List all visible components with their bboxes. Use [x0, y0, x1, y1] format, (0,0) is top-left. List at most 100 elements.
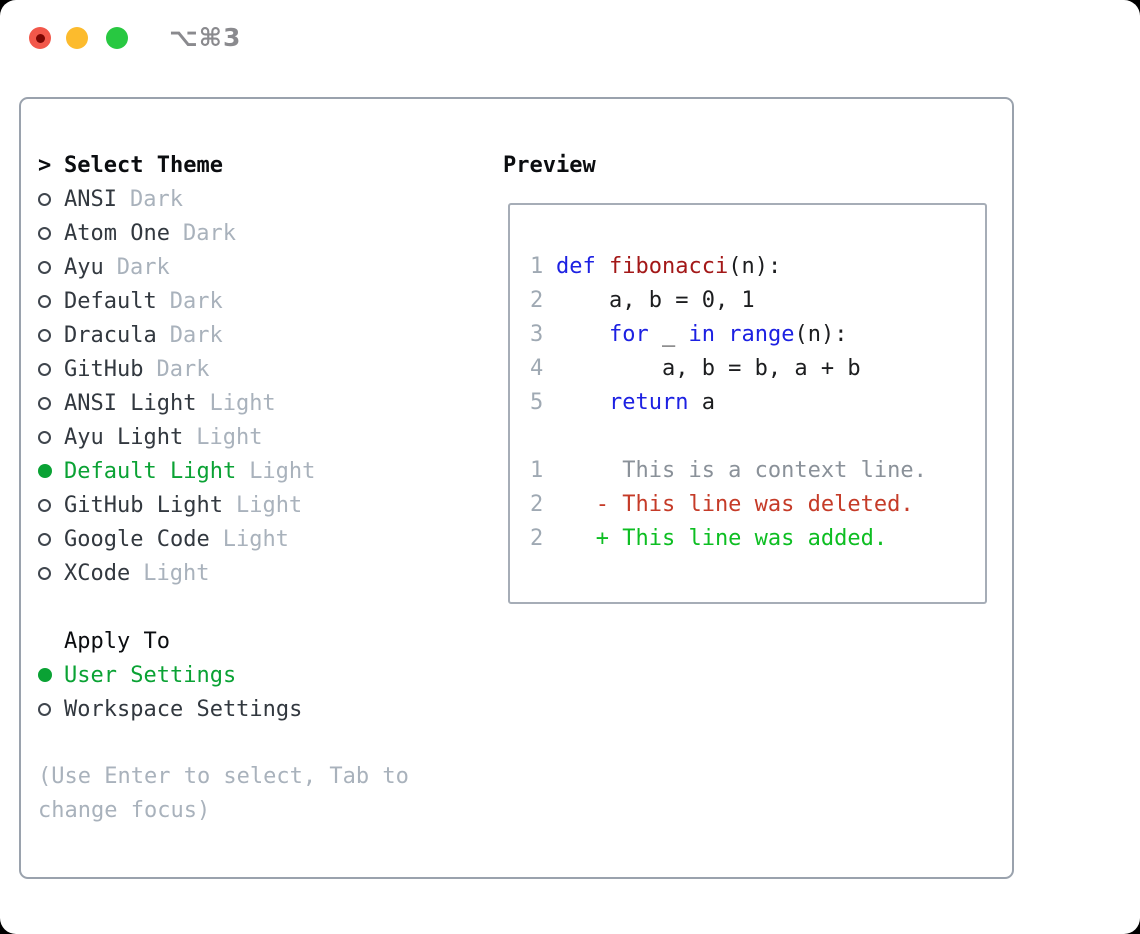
preview-title-label: Preview	[503, 152, 596, 178]
code-line: 4 a, b = b, a + b	[530, 351, 985, 385]
select-theme-label: Select Theme	[64, 152, 223, 178]
line-number: 1	[530, 457, 544, 483]
code-token: in	[688, 321, 715, 347]
line-number: 2	[530, 287, 544, 313]
code-token: This is a context line.	[556, 457, 927, 483]
code-token: for	[608, 321, 649, 347]
minimize-button[interactable]	[66, 27, 88, 49]
radio-icon	[38, 328, 64, 342]
blank-line	[530, 419, 985, 453]
code-token: fibonacci	[609, 253, 729, 279]
theme-name: Ayu	[64, 254, 104, 280]
code-line: 2 a, b = 0, 1	[530, 283, 985, 317]
code-token: (n):	[794, 321, 848, 347]
code-token	[556, 322, 609, 347]
focus-arrow-icon: >	[38, 152, 52, 178]
code-token: a	[688, 389, 715, 415]
code-token: def	[556, 253, 596, 279]
radio-icon	[38, 396, 64, 410]
theme-option-ansi[interactable]: ANSI Dark	[38, 182, 488, 216]
theme-variant: Dark	[129, 186, 183, 212]
code-token	[556, 390, 609, 415]
theme-name: ANSI	[64, 186, 117, 212]
radio-selected-icon	[38, 668, 64, 682]
code-token	[596, 254, 609, 279]
radio-circle	[38, 566, 51, 580]
code-token	[715, 322, 728, 347]
code-line: 2 + This line was added.	[530, 521, 985, 555]
line-number: 2	[530, 525, 544, 551]
radio-icon	[38, 260, 64, 274]
theme-name: Ayu Light	[64, 424, 184, 450]
radio-circle	[38, 328, 51, 342]
options-gap	[38, 726, 488, 760]
theme-variant: Dark	[116, 254, 170, 280]
theme-variant: Dark	[182, 220, 236, 246]
theme-name: Google Code	[64, 526, 210, 552]
close-button[interactable]	[29, 27, 51, 49]
theme-option-dracula[interactable]: Dracula Dark	[38, 318, 488, 352]
radio-icon	[38, 498, 64, 512]
theme-variant: Light	[249, 458, 316, 484]
theme-variant: Dark	[156, 356, 210, 382]
radio-circle	[38, 260, 51, 274]
apply-option-user-settings[interactable]: User Settings	[38, 658, 488, 692]
theme-option-default[interactable]: Default Dark	[38, 284, 488, 318]
line-number: 1	[530, 253, 544, 279]
theme-name: Atom One	[64, 220, 170, 246]
theme-name: ANSI Light	[64, 390, 197, 416]
theme-option-ansi-light[interactable]: ANSI Light Light	[38, 386, 488, 420]
radio-icon	[38, 430, 64, 444]
hint-text: (Use Enter to select, Tab to change focus…	[38, 760, 488, 828]
apply-option-workspace-settings[interactable]: Workspace Settings	[38, 692, 488, 726]
theme-variant: Light	[209, 390, 276, 416]
zoom-button[interactable]	[106, 27, 128, 49]
theme-option-github[interactable]: GitHub Dark	[38, 352, 488, 386]
theme-variant: Dark	[169, 322, 223, 348]
hint-line: change focus)	[38, 798, 211, 823]
radio-circle	[38, 362, 51, 376]
theme-option-atom-one[interactable]: Atom One Dark	[38, 216, 488, 250]
theme-name: GitHub	[64, 356, 144, 382]
theme-variant: Light	[235, 492, 303, 518]
radio-circle	[38, 396, 51, 410]
theme-name: Default Light	[64, 458, 237, 484]
code-token: a, b = b, a + b	[556, 355, 861, 381]
code-token: _	[648, 321, 689, 347]
radio-icon	[38, 226, 64, 240]
theme-variant: Light	[222, 526, 289, 552]
radio-icon	[38, 532, 64, 546]
code-token: range	[728, 321, 795, 347]
hint-line: (Use Enter to select, Tab to	[38, 764, 409, 789]
code-line: 1 This is a context line.	[530, 453, 985, 487]
theme-option-google-code[interactable]: Google Code Light	[38, 522, 488, 556]
radio-circle	[38, 668, 52, 682]
code-token: return	[608, 389, 689, 415]
theme-name: Default	[64, 288, 157, 314]
theme-option-ayu[interactable]: Ayu Dark	[38, 250, 488, 284]
line-number: 5	[530, 389, 544, 415]
radio-circle	[38, 226, 51, 240]
code-line: 5 return a	[530, 385, 985, 419]
theme-option-github-light[interactable]: GitHub Light Light	[38, 488, 488, 522]
window-titlebar: ⌥⌘3	[0, 0, 1140, 97]
radio-circle	[38, 702, 51, 716]
line-number: 2	[530, 491, 544, 517]
radio-circle	[38, 498, 51, 512]
window-shortcut-label: ⌥⌘3	[169, 23, 242, 52]
code-line: 2 - This line was deleted.	[530, 487, 985, 521]
theme-variant: Dark	[169, 288, 223, 314]
theme-name: Dracula	[64, 322, 157, 348]
apply-to-header: Apply To	[38, 624, 488, 658]
radio-circle	[38, 192, 51, 206]
select-theme-header: > Select Theme	[38, 148, 488, 182]
theme-name: GitHub Light	[64, 492, 223, 518]
theme-option-default-light[interactable]: Default Light Light	[38, 454, 488, 488]
